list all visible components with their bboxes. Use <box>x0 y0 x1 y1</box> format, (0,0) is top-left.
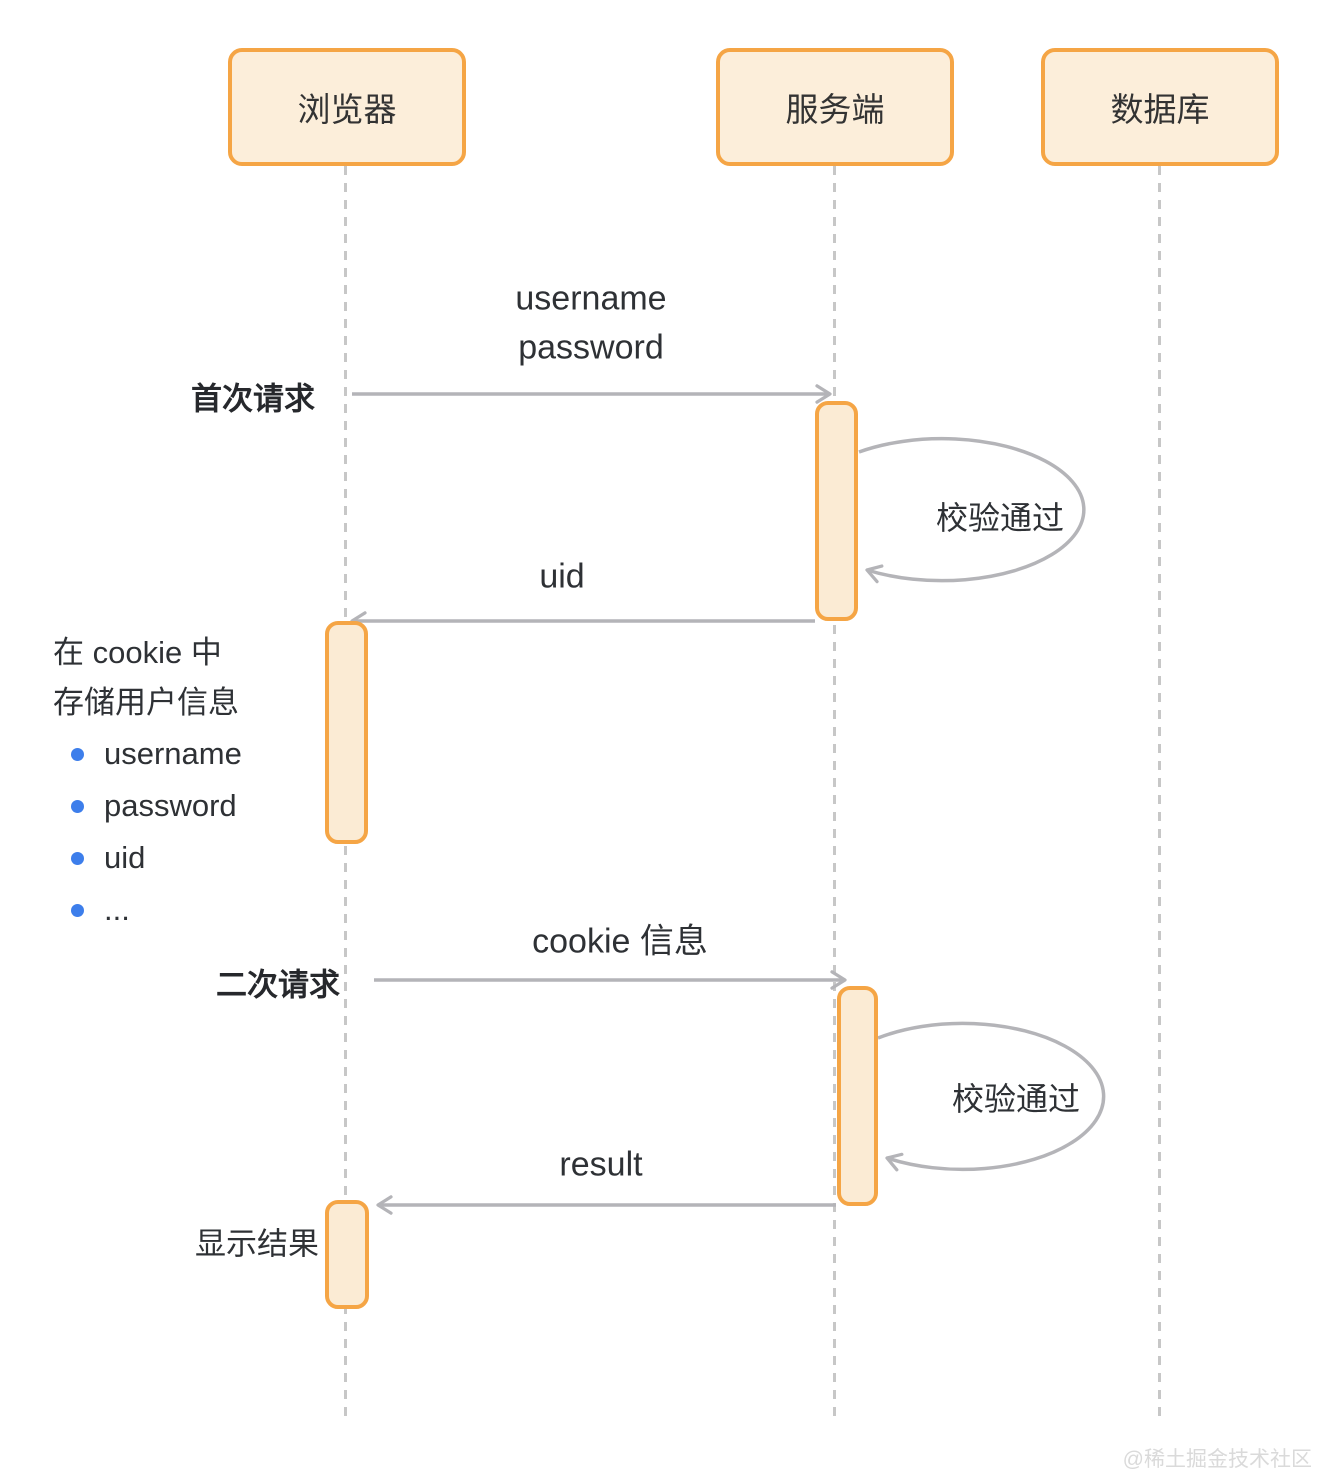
loop-label-validate-2: 校验通过 <box>951 1081 1081 1117</box>
activation-bar-server-1 <box>815 401 858 621</box>
list-item-label: uid <box>104 840 146 875</box>
self-loop-validate-1 <box>858 436 1086 584</box>
message-label-password: password <box>518 328 664 367</box>
list-item-label: ... <box>104 892 130 927</box>
cookie-note: 在 cookie 中 存储用户信息 username password uid … <box>53 628 242 936</box>
message-label-cookie-info: cookie 信息 <box>532 922 708 961</box>
bullet-icon <box>71 851 84 865</box>
list-item: ... <box>53 884 242 936</box>
list-item-label: password <box>104 788 237 823</box>
actor-label-database: 数据库 <box>1110 91 1210 128</box>
side-label-display-result: 显示结果 <box>195 1226 319 1262</box>
activation-bar-browser-1 <box>325 621 368 844</box>
list-item: uid <box>53 832 242 884</box>
message-label-username: username <box>515 279 667 318</box>
actor-label-server: 服务端 <box>785 91 885 128</box>
list-item: password <box>53 780 242 832</box>
message-label-uid: uid <box>539 557 585 596</box>
message-label-result: result <box>559 1145 643 1184</box>
list-item-label: username <box>104 736 242 771</box>
watermark: @稀土掘金技术社区 <box>1122 1448 1312 1471</box>
lifeline-server <box>833 166 836 1424</box>
activation-bar-server-2 <box>837 986 878 1206</box>
activation-bar-browser-2 <box>325 1200 369 1309</box>
actor-box-database: 数据库 <box>1041 48 1279 166</box>
cookie-note-line2: 存储用户信息 <box>53 685 239 720</box>
loop-label-validate-1: 校验通过 <box>935 500 1065 536</box>
bullet-icon <box>71 747 84 761</box>
list-item: username <box>53 728 242 780</box>
bullet-icon <box>71 799 84 813</box>
lifeline-database <box>1158 166 1161 1424</box>
side-label-first-request: 首次请求 <box>191 381 315 417</box>
actor-label-browser: 浏览器 <box>297 91 397 128</box>
side-label-second-request: 二次请求 <box>216 967 340 1003</box>
actor-box-server: 服务端 <box>716 48 954 166</box>
cookie-note-line1: 在 cookie 中 <box>53 635 222 670</box>
self-loop-validate-2 <box>877 1021 1106 1172</box>
bullet-icon <box>71 903 84 917</box>
cookie-note-list: username password uid ... <box>53 728 242 936</box>
actor-box-browser: 浏览器 <box>228 48 466 166</box>
